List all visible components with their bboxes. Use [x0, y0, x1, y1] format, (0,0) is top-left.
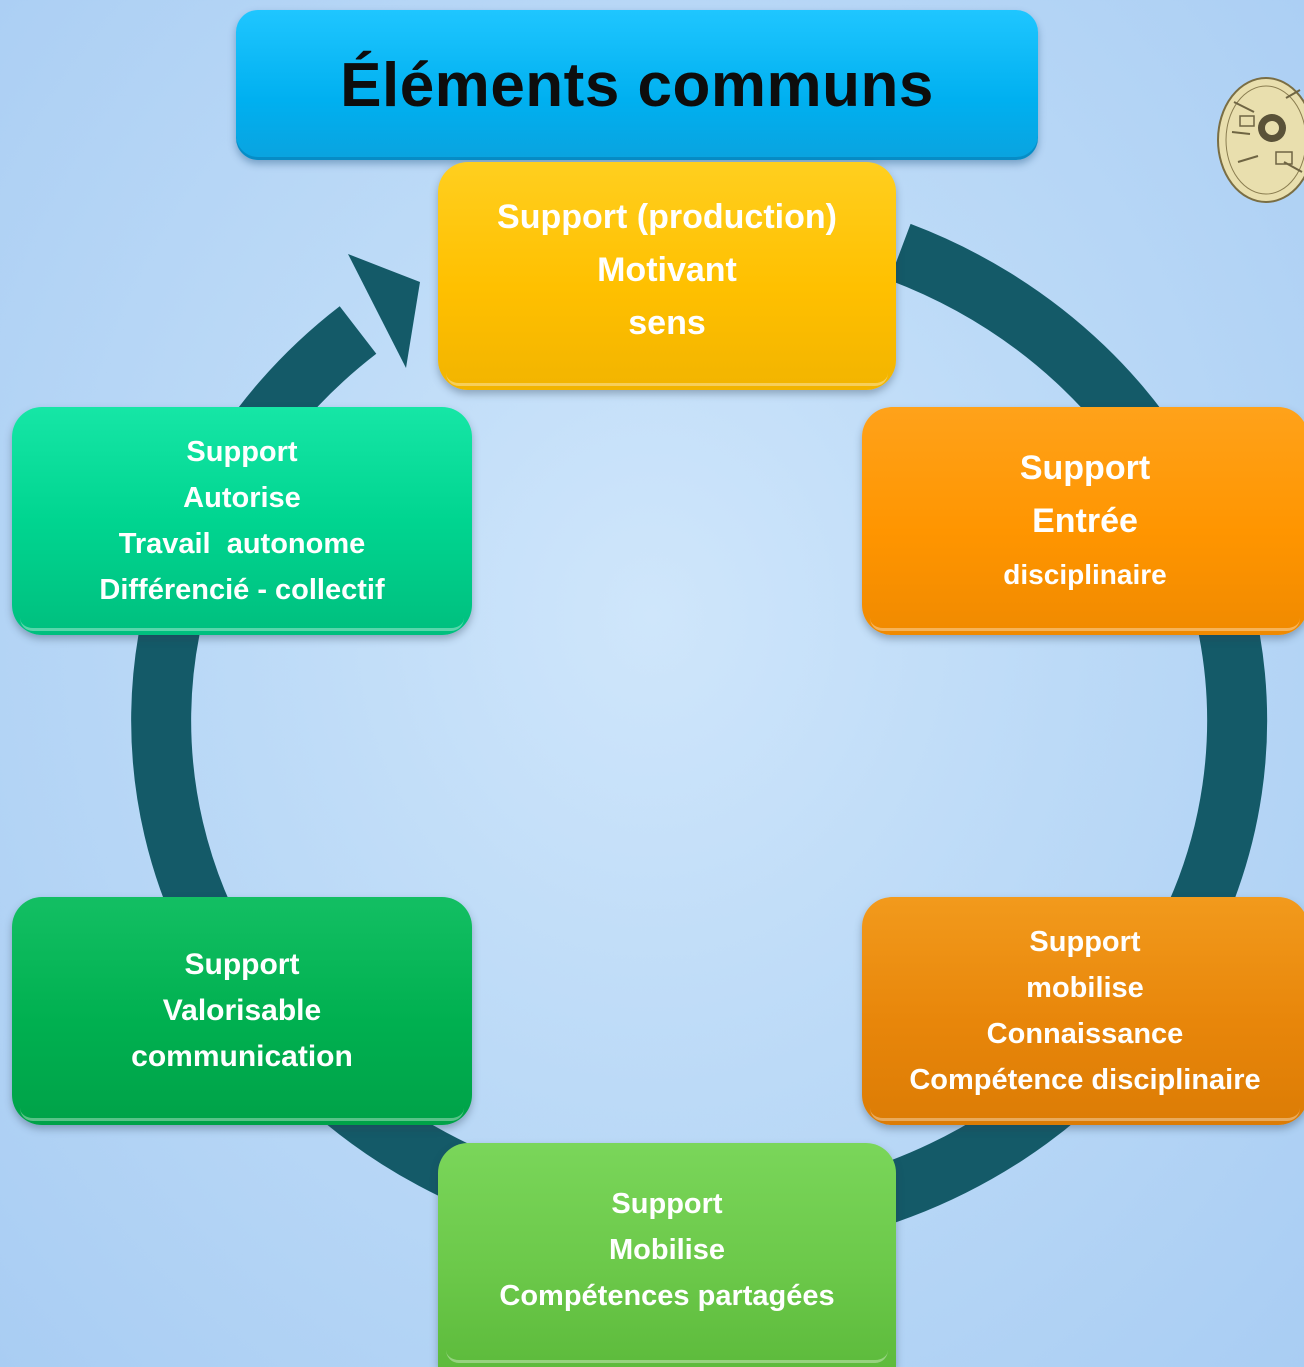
card-right-top-line-2: Entrée: [1032, 501, 1138, 540]
card-left-top-line-3: Travail autonome: [118, 528, 366, 560]
card-left-top-line-1: Support: [186, 436, 298, 468]
card-support-autorise: Support Autorise Travail autonome Différ…: [12, 407, 472, 635]
card-left-top-line-4: Différencié - collectif: [99, 574, 385, 606]
card-right-top-line-1: Support: [1019, 448, 1151, 487]
card-support-production: Support (production) Motivant sens: [438, 162, 896, 390]
card-support-mobilise-connaissance: Support mobilise Connaissance Compétence…: [862, 897, 1304, 1125]
card-support-valorisable: Support Valorisable communication: [12, 897, 472, 1125]
decorative-drawing-image: [1217, 77, 1304, 203]
card-right-bottom-line-3: Connaissance: [986, 1018, 1184, 1050]
title-banner: Éléments communs: [236, 10, 1038, 160]
card-top-line-2: Motivant: [597, 250, 737, 289]
card-right-top-line-3: disciplinaire: [1003, 558, 1167, 590]
card-support-competences-partagees: Support Mobilise Compétences partagées: [438, 1143, 896, 1367]
page-title: Éléments communs: [340, 50, 934, 120]
card-right-bottom-line-2: mobilise: [1026, 972, 1144, 1004]
card-top-line-3: sens: [628, 303, 706, 342]
cycle-arrowhead: [348, 254, 420, 368]
card-bottom-line-2: Mobilise: [608, 1234, 725, 1266]
card-bottom-line-1: Support: [611, 1188, 723, 1220]
card-top-line-1: Support (production): [497, 197, 837, 236]
card-left-bottom-line-2: Valorisable: [162, 994, 322, 1027]
card-left-bottom-line-3: communication: [131, 1040, 353, 1073]
card-right-bottom-line-4: Compétence disciplinaire: [909, 1064, 1261, 1096]
card-right-bottom-line-1: Support: [1029, 926, 1141, 958]
card-support-entree: Support Entrée disciplinaire: [862, 407, 1304, 635]
card-left-top-line-2: Autorise: [183, 482, 301, 514]
card-left-bottom-line-1: Support: [184, 948, 300, 981]
card-bottom-line-3: Compétences partagées: [499, 1280, 835, 1312]
